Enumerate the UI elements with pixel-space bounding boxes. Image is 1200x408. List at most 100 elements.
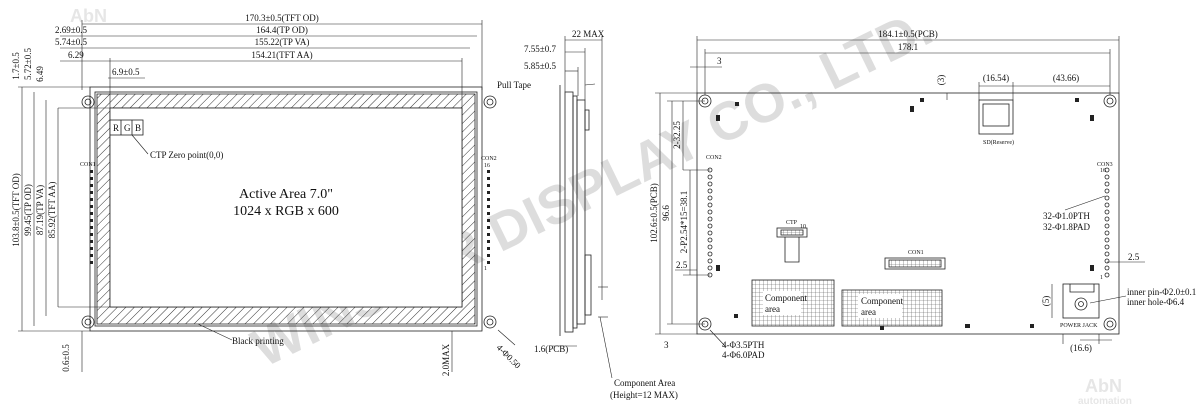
dim-tp-od-width: 164.4(TP OD) — [256, 25, 308, 35]
power-jack-label: POWER JACK — [1060, 323, 1098, 329]
side-view-labels: Pull Tape 22 MAX 7.55±0.7 5.85±0.5 1.6(P… — [497, 29, 678, 400]
dim-2-69: 2.69±0.5 — [55, 25, 87, 35]
back-con1-label: CON1 — [908, 250, 924, 256]
pcb-outline — [696, 92, 1120, 335]
dim-6-9: 6.9±0.5 — [112, 67, 140, 77]
front-view-labels: 170.3±0.5(TFT OD) 164.4(TP OD) 155.22(TP… — [11, 13, 523, 376]
rgb-b: B — [135, 123, 141, 133]
dim-43-66: (43.66) — [1053, 73, 1079, 83]
dim-tft-aa-width: 154.21(TFT AA) — [251, 50, 312, 60]
back-dims — [655, 36, 1145, 347]
back-pin-16: 16 — [1100, 168, 1106, 174]
dim-96-6: 96.6 — [661, 205, 671, 221]
dim-tp-va-height: 87.19(TP VA) — [35, 185, 45, 235]
component-area-b-sub: area — [861, 307, 876, 317]
inner-hole-label: inner hole-Φ6.4 — [1127, 297, 1185, 307]
hole-pad-label: 4-Φ6.0PAD — [722, 350, 765, 360]
dim-tft-od-height: 103.8±0.5(TFT OD) — [11, 173, 21, 247]
front-dims-top — [60, 20, 483, 108]
front-dims-bottom — [81, 134, 516, 372]
dim-1-7: 1.7±0.5 — [11, 52, 21, 80]
black-printing-label: Black printing — [232, 336, 284, 346]
component-area-b-label: Component — [861, 296, 903, 306]
dim-6-49: 6.49 — [35, 66, 45, 82]
dim-7-55: 7.55±0.7 — [524, 44, 556, 54]
component-area-a-label: Component — [765, 293, 807, 303]
ctp-pin-label: 10 — [800, 224, 806, 230]
dim-tft-od-width: 170.3±0.5(TFT OD) — [245, 13, 319, 23]
dim-pcb-width: 184.1±0.5(PCB) — [878, 29, 937, 39]
dim-4-phi-0-50: 4-Φ0.50 — [495, 342, 524, 371]
mounting-hole — [81, 315, 95, 329]
dim-5-85: 5.85±0.5 — [524, 61, 556, 71]
side-dims — [552, 36, 613, 379]
con1-connector — [884, 257, 946, 270]
back-con2-label: CON2 — [706, 155, 722, 161]
dim-2-5-left: 2.5 — [676, 260, 688, 270]
dim-2-32-25: 2-32.25 — [672, 121, 682, 149]
hole-pth-label: 4-Φ3.5PTH — [722, 340, 765, 350]
small-components — [716, 98, 1094, 330]
dim-178-1: 178.1 — [898, 42, 918, 52]
ctp-zero-point: CTP Zero point(0,0) — [150, 150, 223, 160]
mounting-hole — [483, 95, 497, 109]
ctp-connector — [776, 227, 808, 238]
sd-reserve-label: SD(Reserve) — [983, 139, 1014, 146]
dim-0-6: 0.6±0.5 — [61, 344, 71, 372]
dim-16-54: (16.54) — [983, 73, 1009, 83]
pull-tape-label: Pull Tape — [497, 80, 531, 90]
front-pin-16: 16 — [484, 163, 490, 169]
rgb-r: R — [113, 123, 119, 133]
ctp-label: CTP — [786, 220, 798, 226]
con3-pin-column — [1104, 167, 1110, 278]
dim-tft-aa-height: 85.92(TFT AA) — [47, 182, 57, 239]
active-area-title: Active Area 7.0" — [239, 187, 333, 202]
front-dims-left — [18, 86, 110, 332]
ctp-flex-cable — [784, 237, 800, 263]
dim-6-29: 6.29 — [68, 50, 84, 60]
side-view — [552, 36, 613, 379]
watermark-automation: automation — [1078, 396, 1132, 407]
dim-3-top: 3 — [717, 56, 722, 66]
pcb-hole — [1103, 317, 1117, 331]
inner-pin-label: inner pin-Φ2.0±0.1 — [1127, 287, 1196, 297]
back-view-labels: 184.1±0.5(PCB) 178.1 3 (3) (16.54) (43.6… — [649, 29, 1196, 360]
dim-1-6-pcb: 1.6(PCB) — [534, 344, 568, 354]
pcb-hole — [1103, 94, 1117, 108]
front-view — [18, 20, 516, 372]
dim-paren-5: (5) — [1041, 296, 1051, 307]
back-con3-label: CON3 — [1097, 162, 1113, 168]
dim-pcb-height: 102.6±0.5(PCB) — [649, 183, 659, 242]
dim-3-left: 3 — [664, 340, 669, 350]
component-area-height: (Height=12 MAX) — [610, 390, 678, 400]
dim-pitch: 2-P2.54*15=38.1 — [679, 191, 689, 254]
active-area — [109, 107, 463, 308]
pth-label: 32-Φ1.0PTH — [1043, 211, 1090, 221]
mounting-hole — [483, 315, 497, 329]
dim-2-0-max: 2.0MAX — [441, 343, 451, 376]
back-pin-1: 1 — [1100, 275, 1103, 281]
back-view — [655, 36, 1145, 347]
con1-pins — [90, 170, 93, 264]
watermark-abn-top: AbN — [70, 6, 107, 26]
rgb-box — [109, 119, 144, 136]
dim-5-74: 5.74±0.5 — [55, 37, 87, 47]
watermark-abn-bottom: AbN — [1085, 376, 1122, 396]
dim-tp-va-width: 155.22(TP VA) — [255, 37, 310, 47]
tp-outline — [94, 91, 478, 327]
dim-16-6: (16.6) — [1070, 343, 1092, 353]
sd-slot — [978, 99, 1014, 135]
dim-22-max: 22 MAX — [572, 29, 605, 39]
component-area-a-sub: area — [765, 304, 780, 314]
dim-5-72: 5.72±0.5 — [23, 48, 33, 80]
front-pin-1: 1 — [484, 266, 487, 272]
tft-outline — [89, 86, 483, 332]
front-con2-label: CON2 — [481, 156, 497, 162]
dim-paren-3: (3) — [936, 75, 946, 86]
mounting-hole — [81, 95, 95, 109]
active-area-resolution: 1024 x RGB x 600 — [233, 204, 339, 219]
con2-pins — [487, 170, 490, 264]
con2-pin-column — [707, 167, 713, 278]
front-con1-label: CON1 — [80, 162, 96, 168]
